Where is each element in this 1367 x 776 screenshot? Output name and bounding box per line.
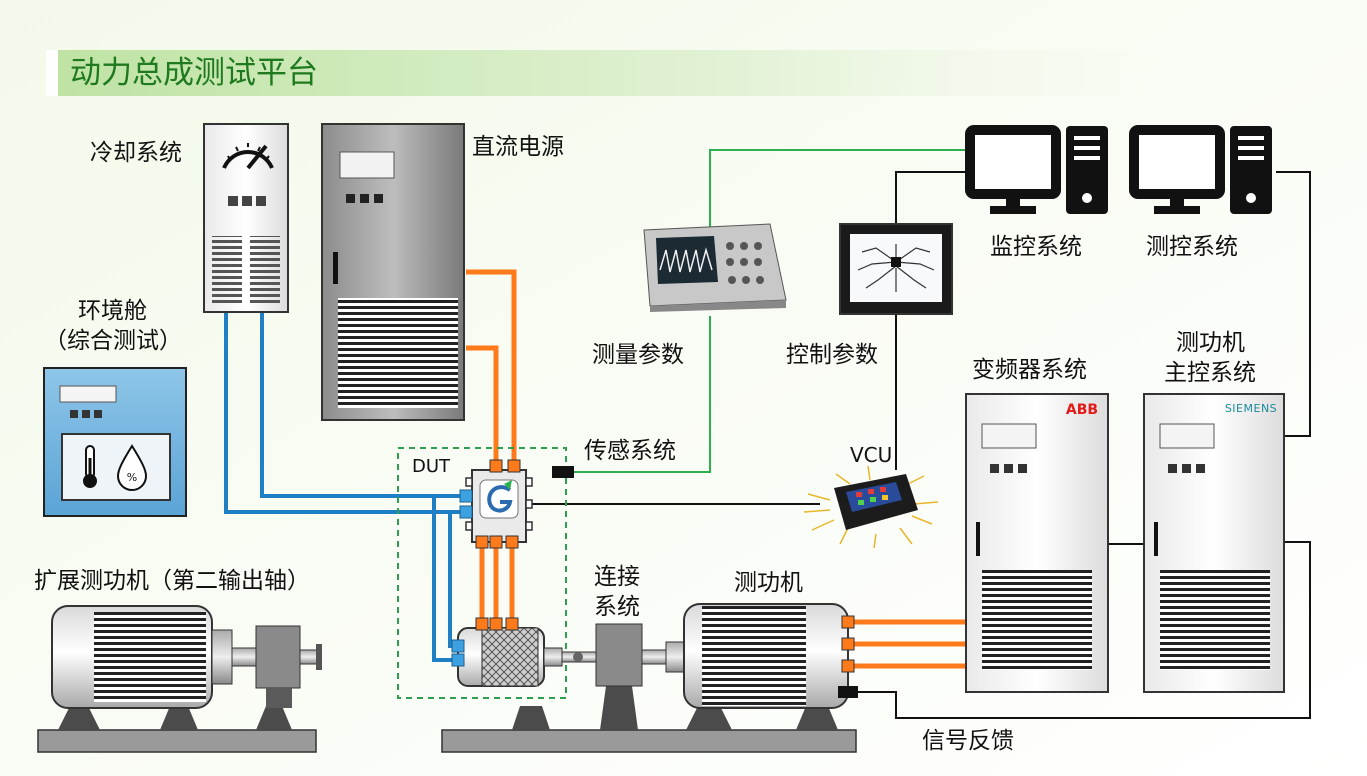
control-lines (528, 171, 1311, 719)
dyno-power-connectors (841, 615, 855, 673)
thermometer-icon (83, 445, 97, 488)
gauge-icon (222, 150, 274, 169)
label-coupling-line2: 系统 (594, 594, 640, 620)
label-vcu: VCU (850, 443, 893, 467)
test-bed (441, 686, 857, 753)
dyno-feedback-connector (838, 686, 858, 698)
dut-coolant-connectors (451, 489, 473, 667)
environment-chamber: % (43, 367, 187, 517)
measure-control-computer-icon (1129, 125, 1272, 214)
dut-controller (465, 469, 533, 543)
dc-power-cables (466, 269, 966, 669)
abb-logo: ABB (1066, 402, 1098, 418)
label-sensor-system: 传感系统 (584, 438, 676, 464)
control-display (839, 223, 953, 315)
sensor-connector (552, 466, 574, 478)
label-measure-control-system: 测控系统 (1146, 234, 1238, 260)
svg-text:%: % (127, 471, 137, 484)
label-cooling-system: 冷却系统 (90, 140, 182, 166)
inverter-cabinet (965, 393, 1109, 693)
label-dut: DUT (412, 456, 451, 477)
page-title: 动力总成测试平台 (70, 55, 318, 91)
label-dynamometer: 测功机 (734, 570, 803, 596)
label-environment-chamber-sub: （综合测试） (44, 328, 182, 354)
test-motor (457, 627, 599, 687)
humidity-icon: % (116, 444, 148, 491)
dut-power-connectors (475, 459, 521, 631)
vcu-chip (803, 465, 939, 549)
label-signal-feedback: 信号反馈 (922, 728, 1014, 754)
label-dyno-control-line1: 测功机 (1176, 330, 1245, 356)
title-banner (58, 50, 1200, 96)
label-measure-params: 测量参数 (592, 342, 684, 368)
cooling-unit (203, 123, 289, 313)
signal-lines (574, 149, 968, 473)
label-coupling-line1: 连接 (594, 564, 640, 590)
main-dynamometer (683, 603, 849, 709)
coolant-lines (224, 312, 466, 662)
dyno-control-cabinet (1143, 393, 1285, 693)
title-banner-notch (46, 50, 58, 96)
dc-power-cabinet (321, 123, 465, 421)
label-inverter-system: 变频器系统 (972, 357, 1087, 383)
label-dc-power: 直流电源 (472, 134, 564, 160)
label-extended-dyno: 扩展测功机（第二输出轴） (34, 568, 310, 594)
label-environment-chamber: 环境舱 (78, 298, 147, 324)
label-monitoring-system: 监控系统 (990, 234, 1082, 260)
oscilloscope (643, 223, 787, 312)
extended-dynamometer (37, 605, 322, 753)
label-dyno-control-line2: 主控系统 (1164, 360, 1256, 386)
siemens-logo: SIEMENS (1225, 402, 1277, 415)
label-control-params: 控制参数 (786, 342, 878, 368)
monitor-computer-icon (965, 125, 1108, 214)
